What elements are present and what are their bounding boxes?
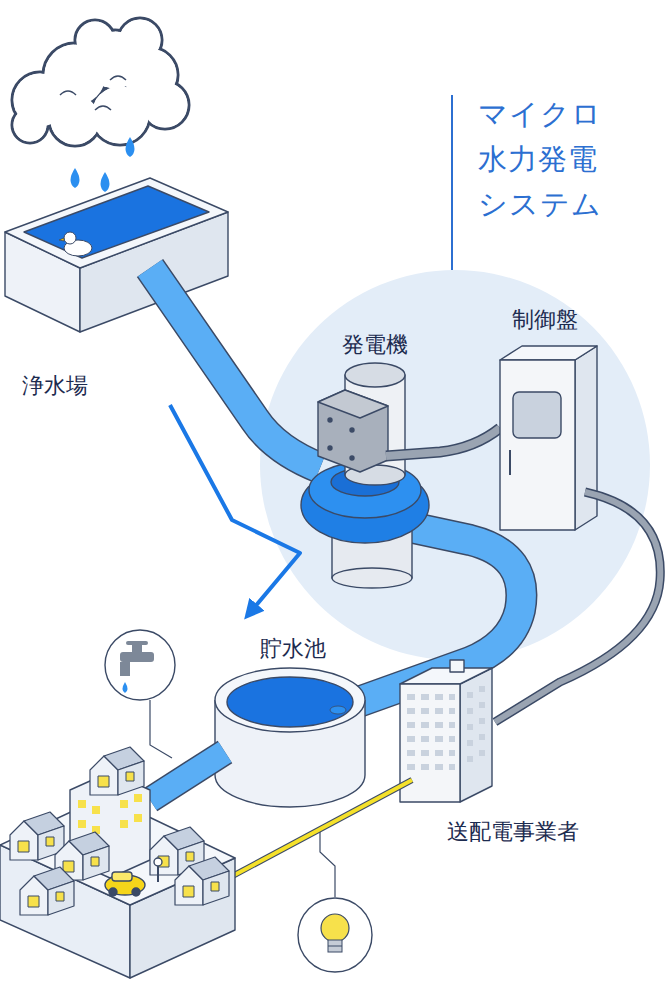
title: マイクロ 水力発電 システム	[478, 92, 610, 227]
title-rule	[451, 95, 453, 270]
conduit	[386, 428, 500, 456]
power-line	[225, 780, 412, 880]
flow-arrow	[170, 405, 300, 615]
node-text: 制御盤	[512, 306, 578, 335]
rain-drops	[71, 137, 135, 192]
node-text: 浄水場	[22, 372, 88, 401]
node-label: 浄水場	[0, 175, 232, 405]
control-panel	[500, 346, 597, 530]
node-label: 制御盤	[508, 304, 582, 337]
node-text: 送配電事業者	[447, 818, 579, 847]
water-pipe	[150, 752, 225, 800]
node-text: 発電機	[342, 331, 408, 360]
reservoir	[215, 668, 365, 807]
cloud	[12, 18, 189, 146]
bulb-callout	[298, 832, 372, 972]
node-text: 貯水池	[260, 635, 326, 664]
town	[0, 747, 235, 978]
node-label: 貯水池	[215, 615, 370, 805]
node-label: 発電機	[338, 329, 412, 362]
node-label: 送配電事業者	[443, 816, 583, 849]
generator	[301, 363, 429, 588]
water-pipe	[150, 268, 320, 468]
power-cable	[495, 492, 660, 722]
faucet-callout	[105, 630, 175, 758]
utility-building	[400, 660, 492, 802]
